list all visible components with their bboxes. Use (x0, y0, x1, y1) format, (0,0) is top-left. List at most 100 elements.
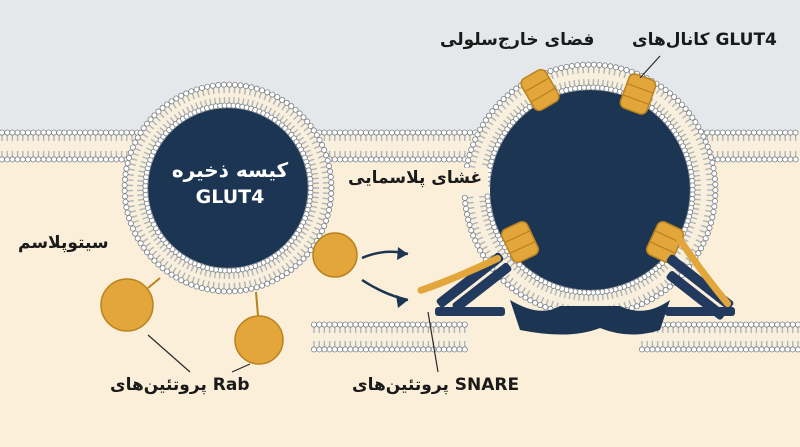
lipid-head (215, 287, 222, 294)
lipid-head (378, 346, 385, 353)
lipid-head (327, 196, 334, 203)
protein-layer (100, 68, 735, 365)
lipid-head (753, 321, 760, 328)
leader-snare (427, 311, 439, 373)
lipid-head (596, 61, 603, 68)
lipid-head (414, 156, 421, 163)
glut4-channel-band (509, 240, 536, 254)
lipid-head (357, 156, 364, 163)
lipid-head (440, 156, 447, 163)
lipid-head (326, 207, 333, 214)
lipid-head (347, 346, 354, 353)
lipid-head (585, 61, 592, 68)
lipid-head (409, 156, 416, 163)
lipid-head (296, 110, 303, 117)
lipid-head (324, 157, 331, 164)
lipid-head (237, 287, 244, 294)
lipid-head (237, 82, 244, 89)
lipid-head (283, 99, 290, 106)
lipid-head (404, 156, 411, 163)
lipid-head (725, 129, 732, 136)
lipid-head (771, 156, 778, 163)
lipid-head (327, 173, 334, 180)
lipid-head (737, 346, 744, 353)
lipid-head (163, 101, 170, 108)
lipid-head (430, 156, 437, 163)
lipid-head (784, 346, 791, 353)
lipid-head (644, 346, 651, 353)
lipid-head (326, 346, 333, 353)
lipid-head (61, 156, 68, 163)
lipid-head (51, 129, 58, 136)
rab-proteins-label: پروتئین‌های Rab (110, 375, 250, 395)
lipid-head (248, 84, 255, 91)
lipid-head (132, 230, 139, 237)
lipid-head (300, 255, 307, 262)
lipid-head (709, 214, 716, 221)
lipid-head (735, 129, 742, 136)
lipid-head (709, 159, 716, 166)
lipid-head (373, 321, 380, 328)
snare-proteins-label: پروتئین‌های SNARE (352, 375, 520, 395)
lipid-head (685, 346, 692, 353)
lipid-head (712, 181, 719, 188)
lipid-head (440, 346, 447, 353)
lipid-head (420, 156, 427, 163)
lipid-head (700, 133, 707, 140)
lipid-head (717, 346, 724, 353)
lipid-head (727, 346, 734, 353)
lipid-head (113, 156, 120, 163)
lipid-head (328, 179, 335, 186)
lipid-head (259, 87, 266, 94)
lipid-head (756, 129, 763, 136)
lipid-head (288, 266, 295, 273)
lipid-head (722, 321, 729, 328)
lipid-head (127, 149, 134, 156)
lipid-head (477, 126, 484, 133)
lipid-head (35, 129, 42, 136)
lipid-head (87, 129, 94, 136)
rab-protein (234, 315, 284, 365)
lipid-head (24, 129, 31, 136)
lipid-head (321, 147, 328, 154)
arrow-lower-head (396, 295, 408, 308)
lipid-head (779, 346, 786, 353)
lipid-head (662, 86, 669, 93)
lipid-head (574, 62, 581, 69)
lipid-head (558, 64, 565, 71)
glut4-channel-band (626, 83, 654, 94)
lipid-head (601, 62, 608, 69)
lipid-head (763, 346, 770, 353)
lipid-head (795, 321, 800, 328)
lipid-head (140, 125, 147, 132)
lipid-head (140, 244, 147, 251)
lipid-head (126, 154, 133, 161)
lipid-head (56, 129, 63, 136)
lipid-head (45, 129, 52, 136)
lipid-head (248, 285, 255, 292)
lipid-head (97, 156, 104, 163)
lipid-head (420, 346, 427, 353)
lipid-head (77, 129, 84, 136)
lipid-head (128, 129, 135, 136)
lipid-head (710, 165, 717, 172)
lipid-head (279, 273, 286, 280)
lipid-head (774, 321, 781, 328)
lipid-head (19, 156, 26, 163)
lipid-head (470, 232, 477, 239)
lipid-head (336, 156, 343, 163)
lipid-head (504, 92, 511, 99)
lipid-head (310, 127, 317, 134)
leader-glut4-channels (639, 55, 661, 79)
lipid-head (159, 104, 166, 111)
lipid-head (198, 84, 205, 91)
lipid-head (568, 62, 575, 69)
lipid-head (362, 129, 369, 136)
lipid-head (743, 346, 750, 353)
lipid-head (639, 346, 646, 353)
glut4-channel (619, 73, 657, 115)
lipid-head (124, 160, 131, 167)
lipid-head (242, 83, 249, 90)
arrow-upper-head (397, 247, 408, 260)
rab-protein (312, 232, 358, 278)
